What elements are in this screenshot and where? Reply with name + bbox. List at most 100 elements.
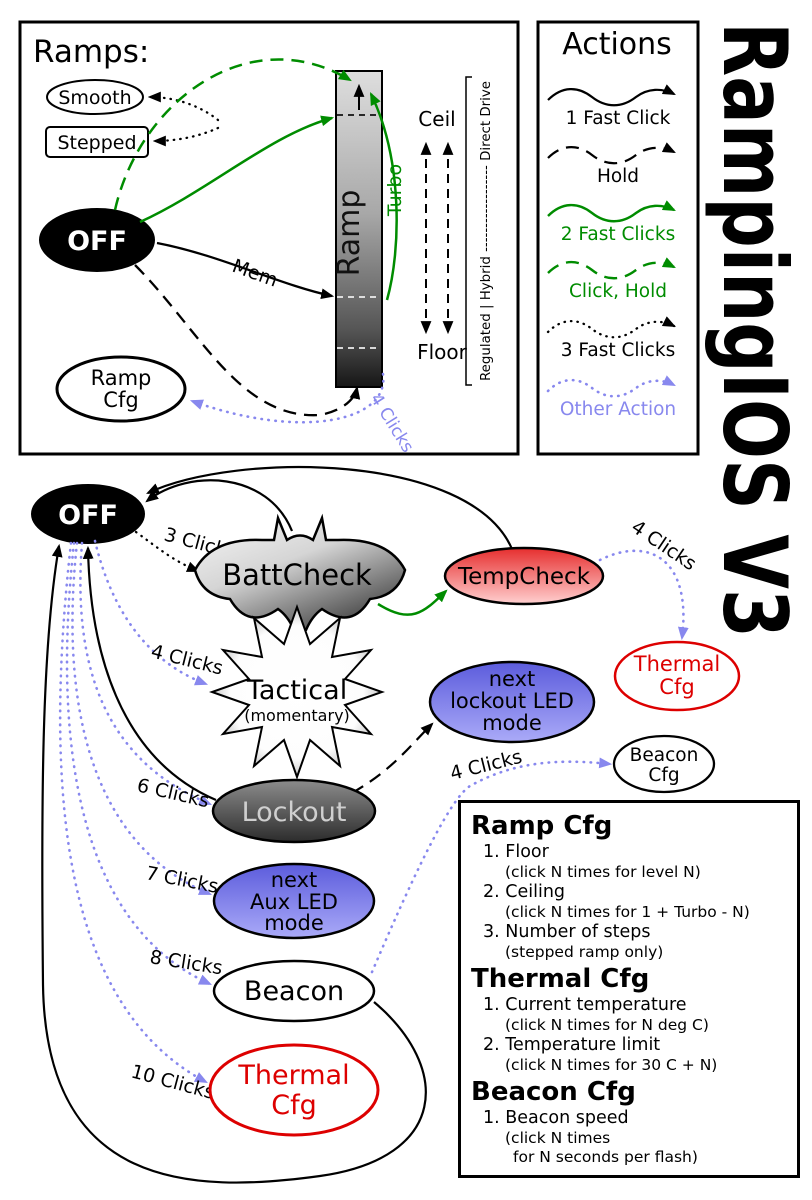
clicks4-thermal-label: 4 Clicks bbox=[627, 516, 700, 575]
cfg-ramp-item-3-sub: (stepped ramp only) bbox=[505, 943, 664, 961]
drive-scale-label: Regulated | Hybrid ------------------ Di… bbox=[478, 81, 494, 381]
arrow-turbo-curve bbox=[369, 92, 398, 301]
beacon-label: Beacon bbox=[244, 976, 344, 1007]
thermal-cfg-right-label-2: Cfg bbox=[659, 675, 694, 699]
ramp-bar-label: Ramp bbox=[332, 190, 367, 277]
smooth-node bbox=[46, 79, 144, 115]
ceil-label: Ceil bbox=[418, 107, 455, 131]
off-label-top: OFF bbox=[67, 226, 127, 257]
cfg-ramp-item-2: 2. Ceiling bbox=[483, 882, 566, 902]
arrow-toggle-stepped bbox=[152, 126, 220, 147]
beacon-cfg-label-2: Cfg bbox=[648, 765, 679, 786]
ramps-box: Ramps: Smooth Stepped OFF Ramp Ceil Floo… bbox=[18, 20, 520, 456]
floor-label: Floor bbox=[417, 340, 468, 364]
stepped-label: Stepped bbox=[57, 132, 136, 154]
lockout-led-label-2: lockout LED bbox=[450, 689, 574, 713]
tactical-label-1: Tactical bbox=[246, 675, 347, 706]
off-label-main: OFF bbox=[58, 500, 118, 531]
clicks4-tactical-label: 4 Clicks bbox=[149, 641, 225, 680]
battcheck-bat-shape bbox=[193, 513, 407, 636]
aux-led-label-3: mode bbox=[264, 911, 324, 935]
arrow-lockout-to-off bbox=[82, 545, 217, 802]
arrow-tempcheck-to-thermalcfg bbox=[598, 549, 689, 641]
legend-label-otheraction: Other Action bbox=[560, 399, 676, 420]
ramp-cfg-label-2: Cfg bbox=[103, 388, 138, 412]
clicks4-beacon-label: 4 Clicks bbox=[448, 746, 524, 785]
arrow-battcheck-to-tempcheck bbox=[377, 589, 448, 616]
clicks10-label: 10 Clicks bbox=[129, 1061, 217, 1104]
lockout-node bbox=[211, 778, 377, 844]
thermal-cfg-bottom-label-1: Thermal bbox=[237, 1060, 349, 1091]
legend-arrow-hold bbox=[547, 142, 676, 165]
cfg-beacon-title: Beacon Cfg bbox=[471, 1077, 636, 1107]
cfg-ramp-item-1: 1. Floor bbox=[483, 842, 549, 862]
ramps-box-title: Ramps: bbox=[33, 34, 149, 70]
arrow-off-2clicks-green bbox=[139, 115, 335, 224]
off-node-main bbox=[31, 484, 145, 544]
legend-label-2fastclicks: 2 Fast Clicks bbox=[561, 224, 675, 245]
smooth-label: Smooth bbox=[58, 87, 131, 109]
arrow-beacon-to-beaconcfg bbox=[370, 757, 613, 974]
ramp-cfg-node bbox=[55, 355, 187, 423]
lockout-led-node bbox=[428, 660, 596, 744]
arrow-4clicks-rampcfg bbox=[189, 372, 385, 424]
stepped-node bbox=[45, 126, 149, 158]
legend-arrow-2fastclicks bbox=[547, 200, 676, 223]
aux-led-node bbox=[212, 862, 376, 940]
drive-scale-bracket bbox=[465, 76, 472, 386]
legend-label-clickhold: Click, Hold bbox=[569, 281, 667, 302]
lockout-label: Lockout bbox=[242, 797, 347, 828]
arrow-off-to-thermalcfg bbox=[58, 541, 208, 1084]
legend-arrow-3fastclicks bbox=[546, 316, 676, 339]
legend-arrow-clickhold bbox=[547, 257, 676, 280]
tactical-label-2: (momentary) bbox=[244, 706, 350, 725]
actions-box: Actions 1 Fast Click Hold 2 Fast Clicks … bbox=[536, 20, 700, 456]
legend-label-1fastclick: 1 Fast Click bbox=[566, 108, 671, 129]
cfg-thermal-item-1: 1. Current temperature bbox=[483, 995, 687, 1015]
legend-label-3fastclicks: 3 Fast Clicks bbox=[561, 340, 675, 361]
ramp-cfg-label-1: Ramp bbox=[91, 366, 152, 390]
arrow-tempcheck-to-off bbox=[146, 465, 514, 550]
cfg-thermal-title: Thermal Cfg bbox=[471, 964, 650, 994]
turbo-label: Turbo bbox=[384, 164, 406, 217]
arrow-off-to-auxled bbox=[71, 541, 213, 896]
tactical-star-shape bbox=[208, 603, 386, 781]
thermal-cfg-bottom-node bbox=[208, 1043, 380, 1137]
arrow-off-mem bbox=[156, 241, 335, 300]
arrow-off-clickhold-green bbox=[113, 58, 352, 211]
beacon-cfg-node bbox=[612, 734, 716, 794]
off-node-top bbox=[39, 208, 155, 272]
aux-led-label-2: Aux LED bbox=[250, 890, 338, 914]
legend-label-hold: Hold bbox=[597, 166, 639, 187]
beacon-node bbox=[212, 959, 376, 1023]
cfg-ramp-item-2-sub: (click N times for 1 + Turbo - N) bbox=[505, 903, 750, 921]
arrow-off-to-battcheck bbox=[134, 530, 200, 573]
cfg-ramp-item-1-sub: (click N times for level N) bbox=[505, 863, 701, 881]
thermal-cfg-right-node bbox=[613, 640, 741, 712]
arrow-toggle-smooth bbox=[147, 91, 220, 122]
tempcheck-label: TempCheck bbox=[457, 564, 591, 590]
arrow-lockout-to-lockoutled bbox=[351, 722, 434, 794]
cfg-beacon-item-1-sub2: for N seconds per flash) bbox=[513, 1148, 698, 1166]
actions-title: Actions bbox=[562, 27, 672, 62]
arrow-off-to-lockout bbox=[79, 541, 213, 806]
arrow-off-to-tactical bbox=[93, 539, 209, 686]
arrow-loop-to-off bbox=[41, 543, 427, 1184]
thermal-cfg-bottom-label-2: Cfg bbox=[271, 1090, 317, 1121]
ramp-bar bbox=[335, 70, 383, 388]
cfg-beacon-item-1: 1. Beacon speed bbox=[483, 1108, 629, 1128]
cfg-beacon-item-1-sub: (click N times bbox=[505, 1129, 611, 1147]
cfg-thermal-item-2: 2. Temperature limit bbox=[483, 1035, 661, 1055]
config-descriptions-box: Ramp Cfg 1. Floor (click N times for lev… bbox=[458, 800, 800, 1178]
cfg-thermal-item-1-sub: (click N times for N deg C) bbox=[505, 1016, 709, 1034]
cfg-thermal-item-2-sub: (click N times for 30 C + N) bbox=[505, 1056, 718, 1074]
page-title: RampingIOS V3 bbox=[703, 22, 806, 638]
arrow-battcheck-to-off bbox=[145, 479, 294, 532]
battcheck-label: BattCheck bbox=[222, 558, 372, 592]
clicks8-label: 8 Clicks bbox=[148, 946, 224, 979]
arrow-off-to-beacon bbox=[65, 541, 212, 986]
cfg-ramp-title: Ramp Cfg bbox=[471, 811, 613, 841]
cfg-ramp-item-3: 3. Number of steps bbox=[483, 922, 651, 942]
aux-led-label-1: next bbox=[271, 868, 318, 892]
